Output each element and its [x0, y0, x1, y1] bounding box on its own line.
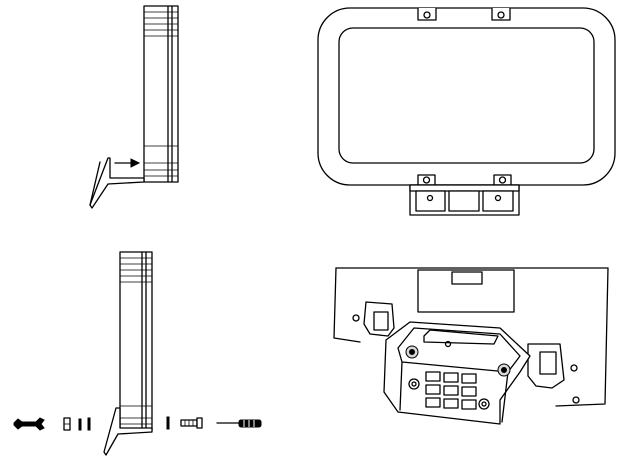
panel-side-view-hardware: [13, 251, 262, 456]
frame-outer: [317, 7, 616, 186]
hardware-kit: [13, 416, 262, 431]
bolt-icon: [180, 417, 203, 429]
top-tab-left: [417, 8, 437, 21]
panel-mount-bracket-3d: [333, 267, 609, 425]
bottom-tab-left: [417, 174, 436, 186]
bracket-holes: [408, 378, 490, 410]
pin-icon: [78, 418, 82, 431]
device-side-profile-bottom: [119, 251, 153, 431]
wrench-icon: [13, 417, 45, 431]
device-side-profile-top: [143, 5, 179, 183]
bracket-profile-top: [89, 157, 145, 209]
washer-icon: [63, 417, 71, 431]
bracket-profile-bottom: [103, 407, 153, 456]
nut-right-icon: [497, 363, 511, 377]
wall-surface: [333, 267, 609, 407]
wall-clip-left: [363, 301, 395, 337]
wall-clip-right: [527, 343, 565, 389]
panel-side-view-insert: [89, 5, 179, 209]
pin-icon: [166, 416, 170, 430]
mount-block-front: [409, 184, 520, 216]
nut-left-icon: [405, 345, 419, 359]
bracket-grid: [425, 371, 477, 410]
pin-icon: [87, 417, 91, 431]
insert-arrow: [114, 158, 141, 168]
screwdriver-icon: [216, 419, 262, 428]
top-tab-right: [491, 8, 511, 21]
bottom-tab-right: [493, 174, 512, 186]
panel-front-view-frame: [317, 7, 616, 216]
